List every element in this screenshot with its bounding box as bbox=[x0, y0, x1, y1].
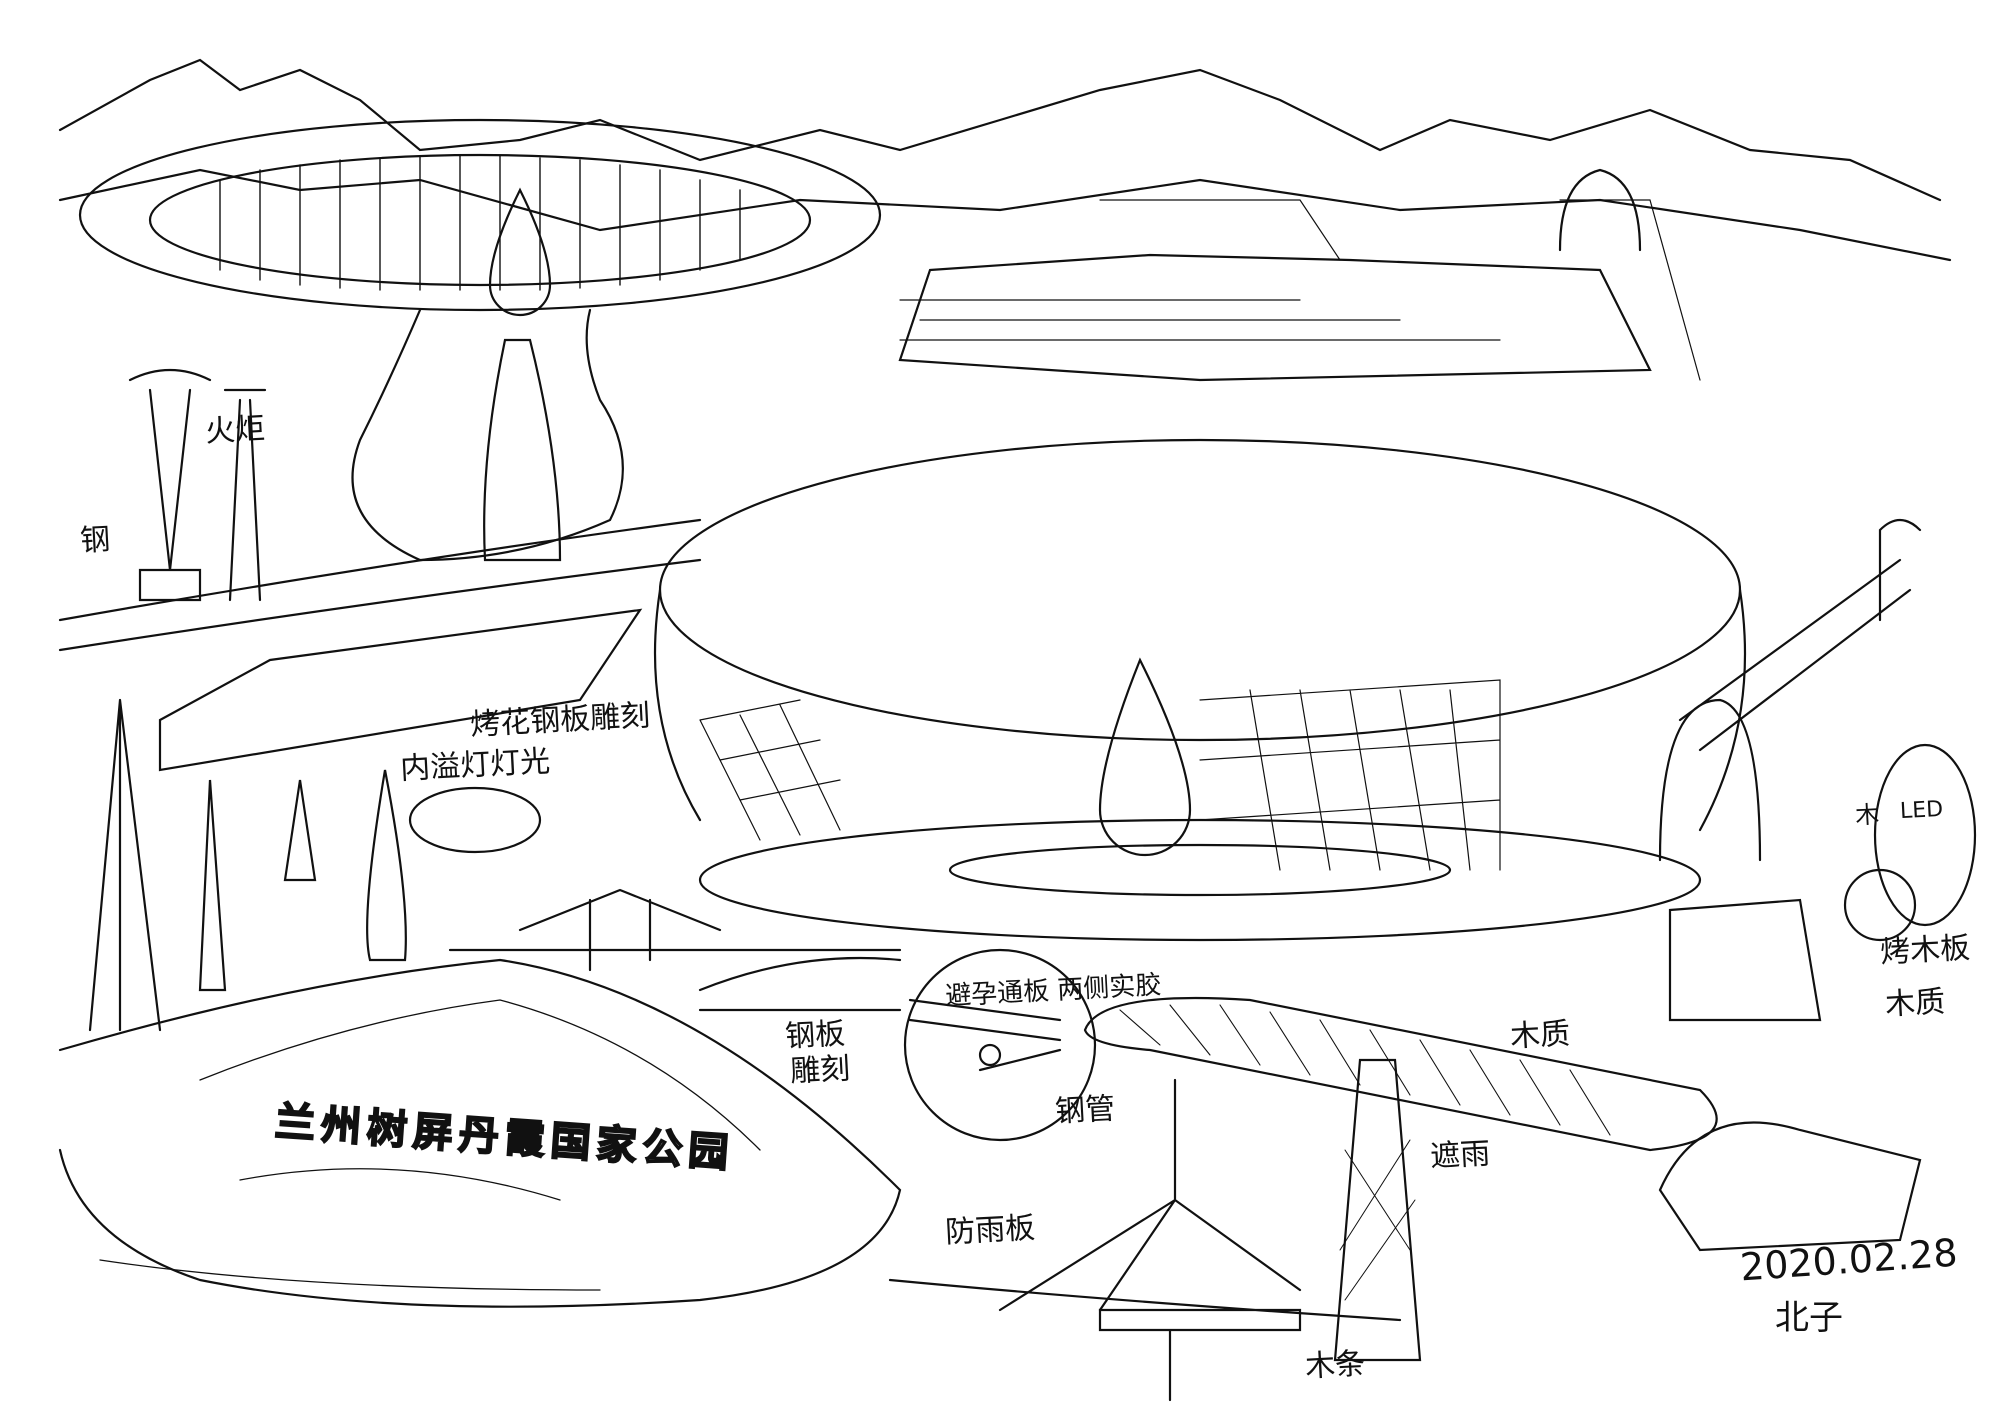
label-carved-steel: 烤花钢板雕刻 bbox=[469, 698, 651, 743]
lower-landscape bbox=[58, 958, 902, 1308]
label-baked-wood: 烤木板 bbox=[1879, 930, 1972, 971]
label-steel-pipe: 钢管 bbox=[1054, 1091, 1117, 1130]
detail-circle-led bbox=[1873, 743, 1977, 927]
central-oval-canopy bbox=[658, 438, 1742, 742]
label-torch: 火炬 bbox=[204, 411, 267, 450]
teardrop-top bbox=[488, 187, 552, 317]
central-oval-base bbox=[698, 818, 1702, 942]
detail-circle-pipe bbox=[903, 948, 1097, 1142]
label-wood-top: 木质 bbox=[1509, 1016, 1572, 1055]
right-rotunda bbox=[1658, 1121, 1922, 1252]
artist-signature: 北子 bbox=[1775, 1298, 1843, 1338]
label-wood-strip: 木条 bbox=[1304, 1346, 1367, 1385]
label-wood-right: 木质 bbox=[1884, 984, 1947, 1023]
label-inner-light: 内溢灯灯光 bbox=[399, 744, 551, 787]
label-rain-shelter: 遮雨 bbox=[1429, 1136, 1492, 1175]
torch-tower bbox=[128, 368, 212, 602]
label-steel: 钢 bbox=[79, 522, 112, 559]
carved-steel-wall bbox=[158, 608, 643, 772]
lattice-column bbox=[1333, 1058, 1422, 1362]
spire bbox=[88, 698, 162, 1032]
label-rain-board: 防雨板 bbox=[944, 1210, 1037, 1251]
mountain-ridge bbox=[58, 58, 1942, 202]
label-wood-detail: 木 bbox=[1854, 800, 1880, 830]
teardrop-center bbox=[1098, 657, 1192, 857]
terraced-building bbox=[898, 253, 1652, 382]
umbrella-pavilion bbox=[998, 1078, 1302, 1312]
label-carving: 雕刻 bbox=[789, 1051, 852, 1090]
label-led: LED bbox=[1899, 796, 1944, 825]
wooden-canopy bbox=[1083, 996, 1718, 1152]
top-oval-plaza bbox=[78, 118, 882, 312]
